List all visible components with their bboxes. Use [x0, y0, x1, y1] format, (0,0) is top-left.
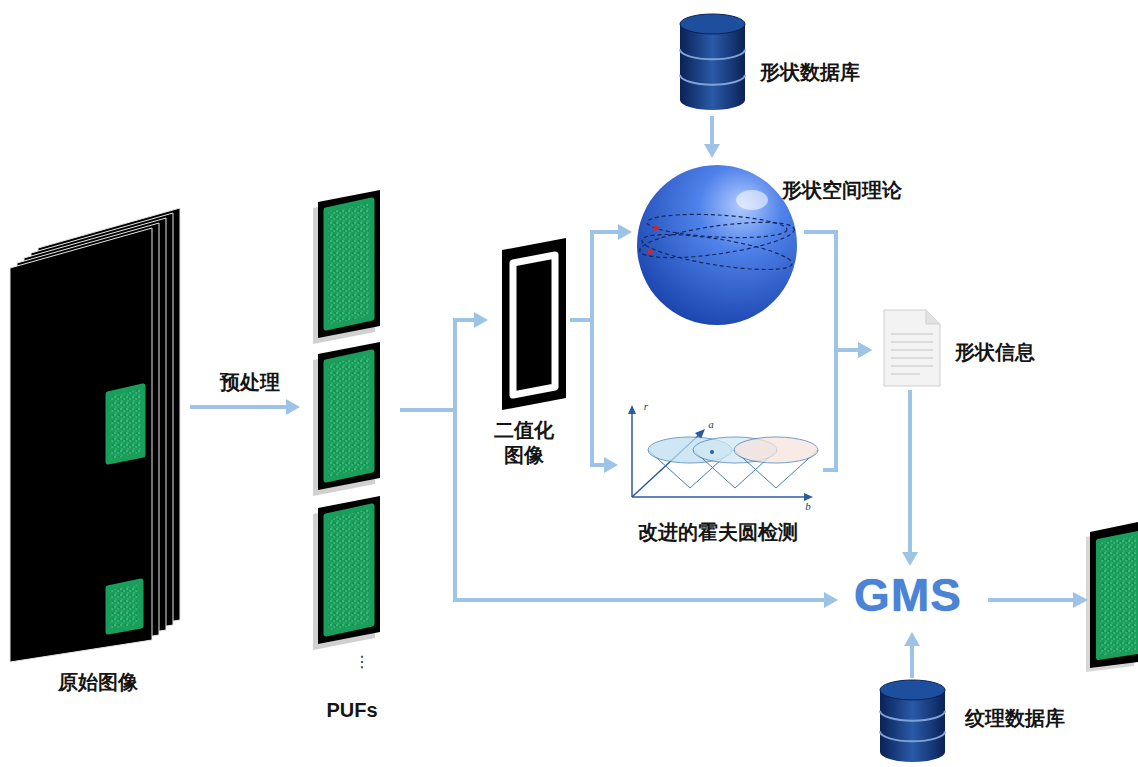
- arrow-head: [286, 399, 300, 415]
- document-icon: 形状信息: [872, 306, 942, 390]
- flow-arrow: [570, 320, 618, 473]
- flow-arrow: [570, 224, 632, 320]
- document-icon: [872, 306, 942, 390]
- flow-line: [570, 320, 606, 465]
- figure-caption: PUFs: [326, 698, 377, 723]
- arrow-head: [704, 144, 720, 158]
- flow-line: [908, 390, 912, 554]
- axis-label: b: [805, 500, 811, 514]
- flow-line: [710, 116, 714, 146]
- flow-line: [910, 644, 914, 678]
- arrow-head: [604, 457, 618, 473]
- text-node: GMS: [838, 566, 978, 632]
- database-label: 形状数据库: [760, 60, 860, 85]
- arrow-head: [858, 342, 872, 358]
- flow-arrow: [704, 116, 720, 158]
- shape-space-sphere: 形状空间理论: [632, 158, 804, 330]
- flow-arrow: [400, 312, 488, 410]
- puf-images: [300, 188, 400, 728]
- algorithm-name: GMS: [854, 568, 962, 623]
- output-image: [1086, 522, 1138, 672]
- flow-line: [804, 232, 860, 350]
- database-icon: [878, 678, 948, 766]
- hough-cone-plot: 改进的霍夫圆检测: [618, 400, 823, 555]
- arrow-head: [902, 552, 918, 566]
- arrow-head: [904, 632, 920, 646]
- output-arrow: [988, 592, 1088, 608]
- arrow-head: [858, 342, 872, 358]
- flow-line: [190, 405, 288, 409]
- method-label: 形状空间理论: [782, 178, 902, 203]
- figure-caption: 二值化 图像: [491, 418, 557, 468]
- axis-label: r: [644, 400, 648, 414]
- database-icon: [676, 10, 748, 116]
- flow-line: [400, 410, 826, 600]
- database-icon: 形状数据库: [676, 10, 748, 116]
- flow-arrow: [190, 399, 300, 415]
- shape-space-sphere: [632, 158, 804, 330]
- database-label: 纹理数据库: [965, 706, 1065, 731]
- flow-line: [400, 320, 476, 410]
- flow-arrow: [823, 342, 872, 470]
- flow-arrow: [400, 410, 838, 608]
- flow-arrow: [904, 632, 920, 678]
- flow-line: [570, 232, 620, 320]
- axis-label: a: [708, 418, 714, 432]
- arrow-head: [824, 592, 838, 608]
- image-stack: 原始图像: [8, 192, 190, 699]
- arrow-head: [618, 224, 632, 240]
- flow-arrow: [804, 232, 872, 358]
- binary-image: 二值化 图像: [488, 236, 570, 478]
- output-label: 形状信息: [955, 340, 1035, 365]
- arrow-head: [474, 312, 488, 328]
- figure-caption: 原始图像: [58, 670, 138, 695]
- flow-line: [823, 350, 860, 470]
- method-label: 改进的霍夫圆检测: [638, 520, 798, 545]
- flow-arrow: [902, 390, 918, 566]
- edge-label: 预处理: [218, 370, 282, 395]
- image-stack: [8, 192, 190, 692]
- ellipsis-mark: ⋮: [354, 652, 370, 672]
- database-icon: 纹理数据库: [878, 678, 948, 766]
- puf-images: PUFs: [300, 188, 400, 728]
